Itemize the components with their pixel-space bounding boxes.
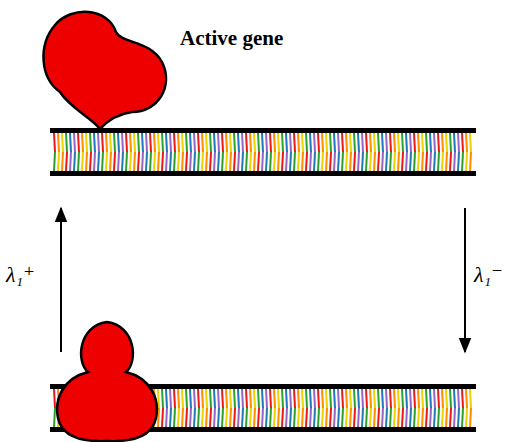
gene-state-label: Active gene <box>180 26 283 51</box>
protein <box>57 322 157 441</box>
dna-strand <box>50 128 476 176</box>
rate-arrow <box>60 208 62 352</box>
rate-label: λ₁⁻ <box>474 262 503 288</box>
protein <box>44 12 167 129</box>
rate-arrow <box>464 208 466 352</box>
rate-label: λ₁⁺ <box>6 262 35 288</box>
